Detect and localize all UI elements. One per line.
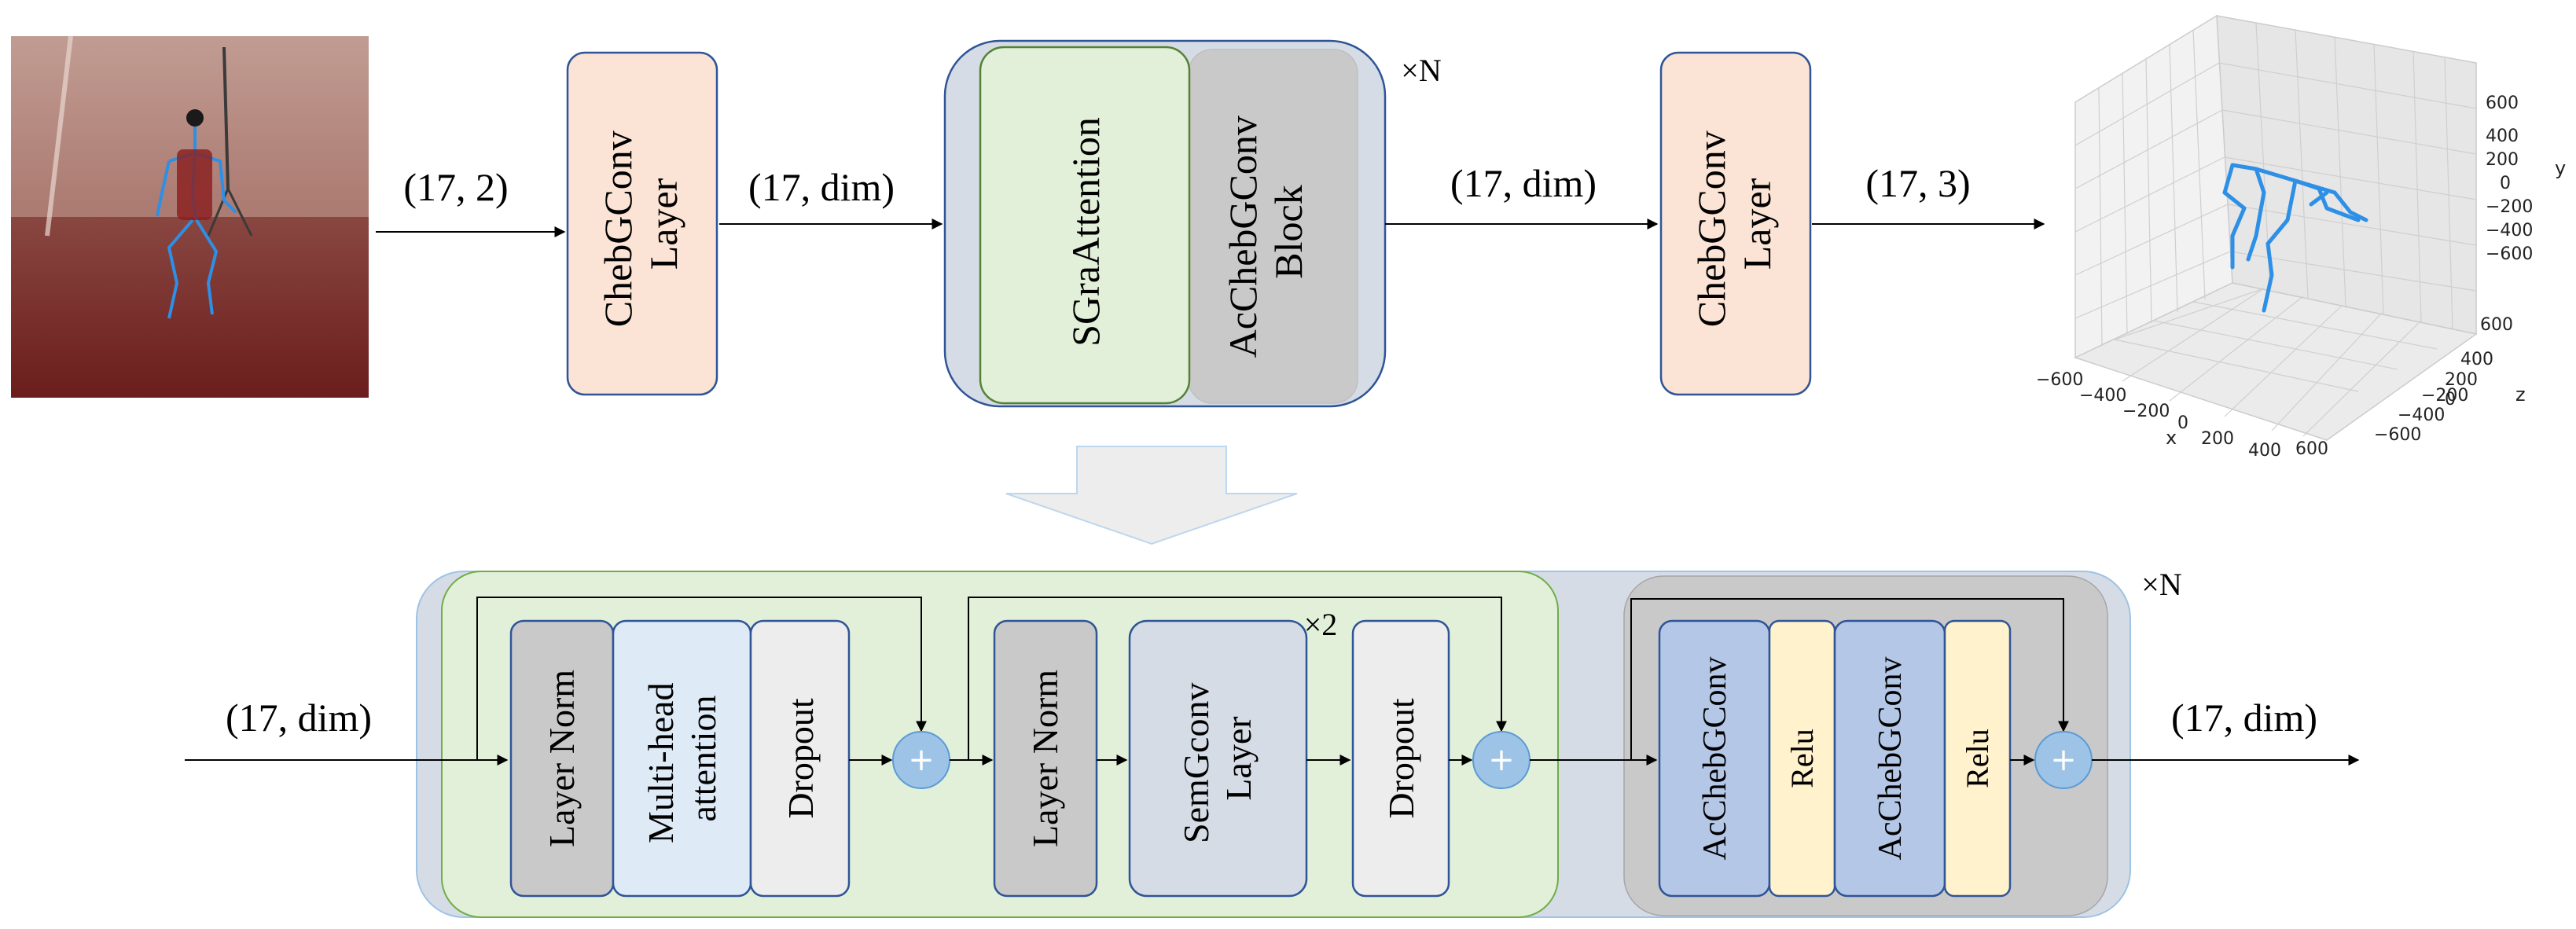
svg-text:200: 200 — [2201, 429, 2234, 449]
svg-text:SemGconv Layer: SemGconv Layer — [1176, 674, 1259, 843]
svg-text:−400: −400 — [2079, 386, 2126, 406]
svg-text:Layer Norm: Layer Norm — [542, 670, 582, 847]
svg-text:400: 400 — [2486, 127, 2519, 146]
svg-text:ChebGConv Layer: ChebGConv Layer — [596, 121, 685, 328]
relu-1: Relu — [1768, 619, 1836, 898]
svg-text:ChebGConv Layer: ChebGConv Layer — [1689, 121, 1779, 328]
pose-skeleton-icon — [2222, 163, 2368, 313]
svg-text:Layer Norm: Layer Norm — [1025, 670, 1065, 847]
residual-connection-3 — [1630, 598, 2069, 760]
achebgconv-2: AcChebGConv — [1833, 619, 1946, 898]
semgconv-layer: SemGconv Layer — [1128, 619, 1308, 898]
svg-text:Relu: Relu — [1784, 729, 1820, 788]
residual-connection-1 — [476, 597, 927, 760]
svg-text:−400: −400 — [2486, 221, 2533, 241]
add-node-3: + — [2034, 731, 2093, 789]
add-node-1: + — [892, 731, 950, 789]
input-shape-label: (17, 2) — [403, 165, 508, 209]
relu-2: Relu — [1943, 619, 2012, 898]
repeat-outer-label: ×N — [1401, 53, 1441, 88]
svg-text:Dropout: Dropout — [781, 698, 821, 819]
svg-text:−400: −400 — [2398, 406, 2445, 425]
z-axis-ticks: 600 400 200 0 −200 −400 −600 z — [2374, 315, 2526, 445]
svg-text:Dropout: Dropout — [1381, 698, 1421, 819]
pose-3d-plot: 600 400 200 0 −200 −400 −600 y 600 400 2… — [2036, 14, 2566, 461]
layer-norm-1: Layer Norm — [509, 619, 615, 898]
svg-text:400: 400 — [2248, 441, 2281, 461]
svg-text:200: 200 — [2486, 150, 2519, 170]
svg-text:0: 0 — [2445, 390, 2456, 409]
add-node-2: + — [1472, 731, 1531, 789]
svg-text:+: + — [908, 742, 935, 778]
sgraattention-label: SGraAttention — [1064, 117, 1108, 347]
output-shape-label: (17, 3) — [1865, 161, 1970, 205]
y-axis-ticks: 600 400 200 0 −200 −400 −600 y — [2486, 94, 2566, 264]
achebgconv-1: AcChebGConv — [1658, 619, 1771, 898]
repeat-inner-label: ×N — [2141, 567, 2181, 602]
svg-text:+: + — [1488, 742, 1515, 778]
z-axis-label: z — [2515, 384, 2526, 406]
shape-after-first-label: (17, dim) — [748, 165, 895, 209]
achebgconv-block-label: AcChebGConv Block — [1221, 106, 1310, 358]
svg-text:200: 200 — [2445, 370, 2478, 390]
svg-text:−200: −200 — [2486, 197, 2533, 217]
x-axis-label: x — [2166, 427, 2177, 449]
svg-text:−600: −600 — [2036, 370, 2083, 390]
svg-text:AcChebGConv: AcChebGConv — [1872, 657, 1909, 861]
svg-text:Relu: Relu — [1960, 729, 1995, 788]
svg-text:−200: −200 — [2122, 402, 2170, 421]
svg-text:−200: −200 — [2421, 386, 2468, 406]
svg-text:600: 600 — [2480, 315, 2513, 335]
svg-text:0: 0 — [2500, 174, 2511, 193]
svg-text:AcChebGConv: AcChebGConv — [1697, 657, 1733, 861]
chebgconv-layer-first: ChebGConv Layer — [566, 51, 718, 396]
svg-text:600: 600 — [2295, 439, 2328, 459]
dropout-2: Dropout — [1351, 619, 1450, 898]
detail-output-shape-label: (17, dim) — [2171, 696, 2317, 740]
x-axis-ticks: −600 −400 −200 0 200 400 600 x — [2036, 370, 2328, 461]
svg-text:600: 600 — [2486, 94, 2519, 113]
chebgconv-layer-last: ChebGConv Layer — [1659, 51, 1812, 396]
svg-text:0: 0 — [2177, 413, 2188, 433]
repeat-semgconv-label: ×2 — [1304, 607, 1338, 642]
detail-input-shape-label: (17, dim) — [226, 696, 372, 740]
multi-head-attention: Multi-head attention — [612, 619, 752, 898]
layer-norm-2: Layer Norm — [993, 619, 1098, 898]
plot-grid — [2074, 22, 2477, 437]
y-axis-label: y — [2555, 157, 2566, 179]
svg-text:+: + — [2050, 742, 2077, 778]
svg-text:400: 400 — [2460, 350, 2493, 369]
svg-text:Multi-head attention: Multi-head attention — [641, 674, 723, 843]
dropout-1: Dropout — [749, 619, 851, 898]
svg-text:−600: −600 — [2374, 425, 2421, 445]
expand-arrow-icon — [1005, 446, 1298, 545]
svg-text:−600: −600 — [2486, 244, 2533, 264]
svg-text:(17, 2): (17, 2) — [403, 165, 508, 209]
block-group: SGraAttention AcChebGConv Block ×N — [943, 39, 1442, 408]
shape-after-blocks-label: (17, dim) — [1450, 161, 1597, 205]
residual-connection-2 — [968, 597, 1507, 760]
input-photo — [11, 35, 369, 398]
